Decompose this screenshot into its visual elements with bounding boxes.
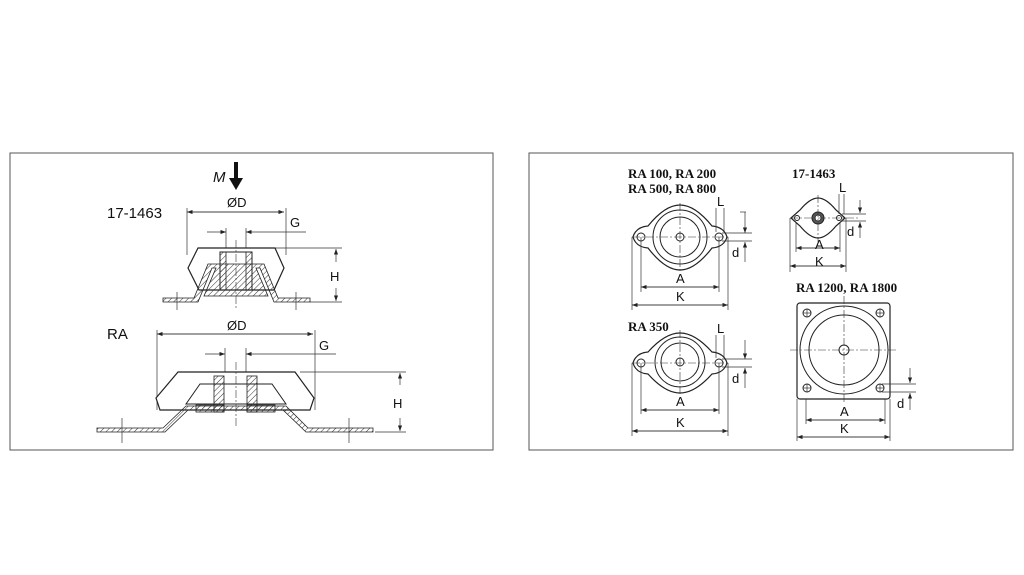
view-title: 17-1463 [792,166,836,181]
dim-a-label: A [840,404,849,419]
mount-name-label: 17-1463 [107,205,162,222]
dim-d-label: d [847,224,854,239]
view-17-1463: 17-1463 A K L d [789,166,866,272]
dim-k-label: K [676,289,685,304]
mount-name-label: RA [107,326,128,343]
view-title: RA 350 [628,319,669,334]
dim-k-label: K [676,415,685,430]
view-ra-1200-1800: RA 1200, RA 1800 A K d [790,280,916,441]
height-label: H [330,269,339,284]
view-title: RA 100, RA 200 [628,166,716,181]
section-ra: ØD RA G H [96,318,406,443]
dim-d-label: d [732,245,739,260]
dim-l-label: L [839,180,846,195]
load-label: M [213,169,226,186]
view-ra-350: RA 350 A K L d [628,319,752,436]
diameter-label: ØD [227,318,247,333]
diameter-label: ØD [227,195,247,210]
dim-k-label: K [815,254,824,269]
dim-a-label: A [676,271,685,286]
left-panel [9,152,494,451]
thread-label: G [290,215,300,230]
section-17-1463: M ØD 17-1463 G H [107,162,342,310]
dim-k-label: K [840,421,849,436]
dim-d-label: d [897,396,904,411]
dim-l-label: L [717,194,724,209]
view-title: RA 1200, RA 1800 [796,280,897,295]
dim-a-label: A [815,237,824,252]
height-label: H [393,396,402,411]
view-ra-100-800: RA 100, RA 200 RA 500, RA 800 A K L d [628,166,752,310]
view-title: RA 500, RA 800 [628,181,716,196]
thread-label: G [319,338,329,353]
dim-d-label: d [732,371,739,386]
dim-a-label: A [676,394,685,409]
dim-l-label: L [717,321,724,336]
load-arrow-icon [229,162,243,190]
right-panel [528,152,1014,451]
